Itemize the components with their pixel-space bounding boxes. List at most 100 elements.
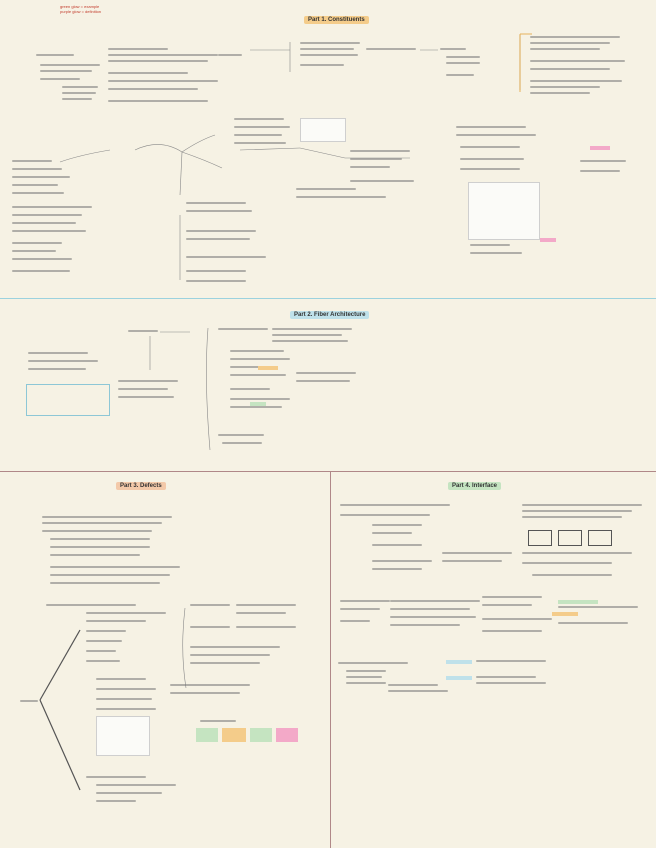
scribble: [346, 670, 386, 672]
scribble: [372, 544, 422, 546]
highlight-mark: [540, 238, 556, 242]
scribble: [296, 380, 350, 382]
scribble: [482, 618, 552, 620]
scribble: [456, 126, 526, 128]
scribble: [236, 604, 296, 606]
scribble: [350, 180, 414, 182]
scribble: [372, 532, 412, 534]
scribble: [230, 358, 290, 360]
scribble: [272, 340, 348, 342]
scribble: [446, 62, 480, 64]
scribble: [296, 188, 356, 190]
scribble: [390, 600, 480, 602]
scribble: [236, 612, 286, 614]
scribble: [186, 202, 246, 204]
scribble: [446, 56, 480, 58]
scribble: [530, 36, 620, 38]
scribble: [96, 800, 136, 802]
scribble: [12, 214, 82, 216]
scribble: [340, 504, 450, 506]
scribble: [440, 48, 466, 50]
scribble: [442, 552, 512, 554]
scribble: [190, 654, 270, 656]
scribble: [350, 158, 402, 160]
highlight-mark: [222, 728, 246, 742]
scribble: [36, 54, 74, 56]
scribble: [300, 64, 344, 66]
scribble: [12, 184, 58, 186]
scribble: [300, 54, 358, 56]
scribble: [86, 776, 146, 778]
scribble: [558, 606, 638, 608]
scribble: [28, 352, 88, 354]
scribble: [476, 660, 546, 662]
scribble: [40, 70, 92, 72]
scribble: [522, 562, 612, 564]
scribble: [230, 350, 284, 352]
scribble: [96, 698, 152, 700]
scribble: [12, 258, 72, 260]
divider-part2-part3: [0, 471, 656, 472]
scribble: [50, 538, 150, 540]
scribble: [128, 330, 158, 332]
scribble: [12, 230, 86, 232]
highlight-mark: [258, 366, 278, 370]
scribble: [218, 54, 242, 56]
scribble: [40, 64, 100, 66]
part4-title: Part 4. Interface: [448, 482, 501, 490]
highlight-mark: [276, 728, 298, 742]
scribble: [390, 608, 470, 610]
scribble: [340, 514, 430, 516]
scribble: [350, 166, 390, 168]
scribble: [482, 630, 542, 632]
scribble: [234, 142, 286, 144]
legend-definition: purple glow = definition: [60, 9, 101, 14]
scribble: [118, 396, 174, 398]
scribble: [482, 604, 532, 606]
scribble: [522, 516, 622, 518]
scribble: [372, 560, 432, 562]
scribble: [460, 158, 524, 160]
scribble: [446, 74, 474, 76]
scribble: [530, 80, 622, 82]
scribble: [108, 88, 198, 90]
scribble: [186, 238, 250, 240]
scribble: [86, 630, 126, 632]
scribble: [346, 676, 382, 678]
micrograph-image: [300, 118, 346, 142]
scribble: [190, 626, 230, 628]
scribble: [50, 574, 170, 576]
scribble: [190, 604, 230, 606]
highlight-mark: [558, 600, 598, 604]
scribble: [530, 92, 590, 94]
scribble: [62, 92, 96, 94]
diagram-box: [558, 530, 582, 546]
scribble: [234, 134, 282, 136]
scribble: [28, 368, 86, 370]
scribble: [296, 372, 356, 374]
scribble: [46, 604, 136, 606]
scribble: [42, 522, 162, 524]
scribble: [86, 612, 166, 614]
scribble: [186, 280, 246, 282]
scribble: [190, 646, 280, 648]
scribble: [338, 662, 408, 664]
scribble: [522, 552, 632, 554]
scribble: [86, 650, 116, 652]
scribble: [12, 250, 56, 252]
scribble: [230, 374, 286, 376]
scribble: [170, 684, 250, 686]
scribble: [230, 388, 270, 390]
scribble: [532, 574, 612, 576]
scribble: [12, 206, 92, 208]
scribble: [340, 620, 370, 622]
scribble: [186, 270, 246, 272]
scribble: [108, 72, 188, 74]
highlight-mark: [552, 612, 578, 616]
scribble: [482, 596, 542, 598]
scribble: [470, 244, 510, 246]
scribble: [12, 192, 64, 194]
scribble: [346, 682, 386, 684]
scribble: [522, 504, 642, 506]
highlight-mark: [590, 146, 610, 150]
